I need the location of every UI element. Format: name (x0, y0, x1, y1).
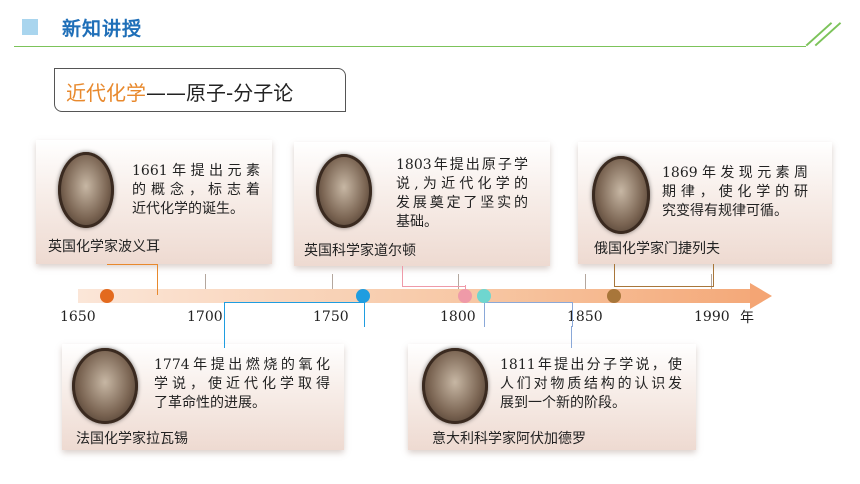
connector-lavoisier-drop (224, 326, 225, 348)
portrait-boyle (58, 152, 114, 228)
connector-lavoisier (224, 302, 365, 327)
timeline-dot-boyle[interactable] (100, 289, 114, 303)
scientist-name: 法国化学家拉瓦锡 (76, 431, 188, 447)
connector-avogadro-drop (571, 326, 572, 348)
scientist-name: 意大利科学家阿伏加德罗 (432, 431, 586, 447)
event-description: 1661年提出元素 的概念，标志着 近代化学的诞生。 (132, 163, 260, 217)
timeline-tick (585, 274, 586, 289)
portrait-dalton (316, 154, 372, 228)
tick-label-1650: 1650 (60, 309, 96, 325)
subtitle: 近代化学——原子-分子论 (66, 77, 293, 106)
timeline-tick (458, 274, 459, 289)
subtitle-rest: ——原子-分子论 (146, 81, 294, 105)
tick-label-1850: 1850 (567, 309, 603, 325)
connector-mendeleev (614, 264, 714, 287)
portrait-avogadro (422, 348, 488, 424)
timeline-dot-lavoisier[interactable] (356, 289, 370, 303)
scientist-name: 俄国化学家门捷列夫 (594, 241, 720, 257)
tick-label-1750: 1750 (313, 309, 349, 325)
portrait-mendeleev (592, 156, 650, 234)
timeline-dot-mendeleev[interactable] (607, 289, 621, 303)
tick-label-1700: 1700 (187, 309, 223, 325)
timeline-arrow-icon (750, 283, 772, 309)
header-square-icon (22, 19, 38, 35)
page-title: 新知讲授 (62, 18, 143, 40)
timeline-tick (332, 274, 333, 289)
event-card-boyle: 1661年提出元素 的概念，标志着 近代化学的诞生。 英国化学家波义耳 (36, 140, 272, 264)
event-card-dalton: 1803年提出原子学 说,为近代化学的 发展奠定了坚实的 基础。 英国科学家道尔… (294, 142, 550, 266)
portrait-lavoisier (72, 348, 138, 424)
event-card-lavoisier: 1774年提出燃烧的氧化 学说，使近代化学取得 了革命性的进展。 法国化学家拉瓦… (62, 344, 344, 450)
timeline-dot-dalton[interactable] (458, 289, 472, 303)
timeline-tick (205, 274, 206, 289)
tick-label-1990: 1990 (694, 309, 730, 325)
connector-avogadro (484, 302, 573, 327)
timeline-dot-avogadro[interactable] (477, 289, 491, 303)
event-description: 1803年提出原子学 说,为近代化学的 发展奠定了坚实的 基础。 (396, 157, 528, 230)
timeline-axis (78, 289, 758, 303)
event-description: 1774年提出燃烧的氧化 学说，使近代化学取得 了革命性的进展。 (154, 357, 330, 411)
tick-label-1800: 1800 (440, 309, 476, 325)
event-card-mendeleev: 1869年发现元素周 期律，使化学的研 究变得有规律可循。 俄国化学家门捷列夫 (578, 142, 832, 264)
connector-dalton (402, 266, 466, 287)
timeline-tick (711, 274, 712, 289)
timeline-unit: 年 (740, 310, 754, 326)
event-card-avogadro: 1811年提出分子学说，使 人们对物质结构的认识发 展到一个新的阶段。 意大利科… (408, 344, 696, 450)
subtitle-accent: 近代化学 (66, 81, 146, 105)
connector-boyle (107, 264, 158, 295)
scientist-name: 英国科学家道尔顿 (304, 243, 416, 259)
scientist-name: 英国化学家波义耳 (48, 239, 160, 255)
event-description: 1869年发现元素周 期律，使化学的研 究变得有规律可循。 (662, 165, 808, 219)
event-description: 1811年提出分子学说，使 人们对物质结构的认识发 展到一个新的阶段。 (500, 357, 682, 411)
subtitle-frame (54, 68, 346, 112)
header-divider (14, 46, 806, 47)
